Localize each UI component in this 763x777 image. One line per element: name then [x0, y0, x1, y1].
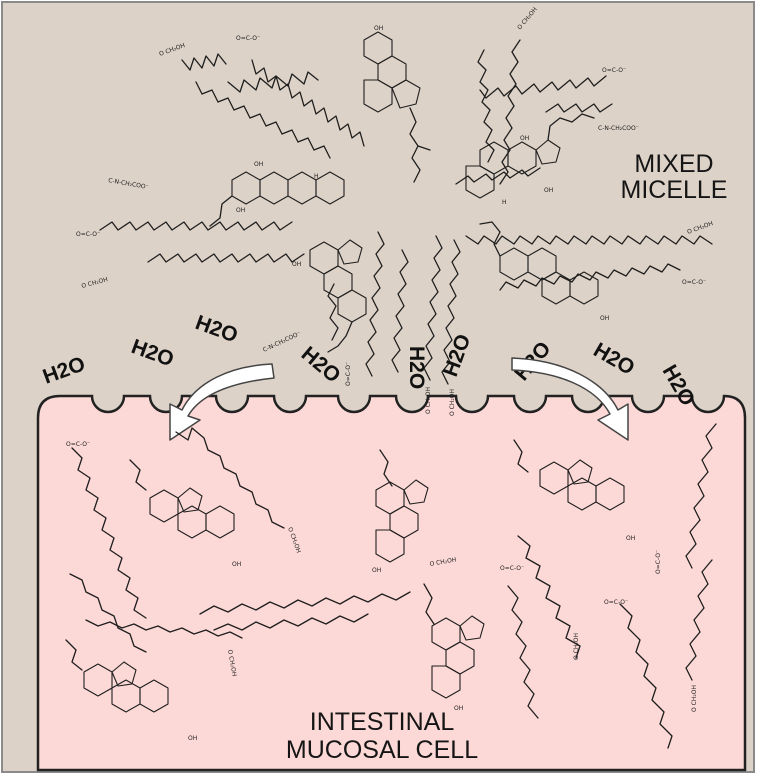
water-label: H2O	[405, 346, 428, 389]
glycerol-group-text: O CH₂OH	[425, 387, 432, 414]
micelle-label-line-1: MIXED	[634, 150, 713, 178]
acid-group-text: O=C-O⁻	[76, 231, 100, 238]
hydroxyl-text: OH	[188, 735, 197, 742]
hydroxyl-text: OH	[232, 561, 241, 568]
hydrogen-text: H	[314, 173, 319, 180]
conjugate-group-text: C-N-CH₂COO⁻	[598, 125, 639, 132]
hydroxyl-text: OH	[292, 261, 301, 268]
hydroxyl-text: OH	[374, 25, 383, 32]
acid-group-text: O=C-O⁻	[655, 550, 662, 574]
glycerol-group-text: O CH₂OH	[573, 633, 580, 660]
hydroxyl-text: OH	[544, 187, 553, 194]
hydroxyl-text: OH	[520, 135, 529, 142]
hydrogen-text: H	[502, 199, 507, 206]
glycerol-group-text: O CH₂OH	[691, 685, 698, 712]
hydroxyl-text: OH	[254, 161, 263, 168]
hydroxyl-text: OH	[626, 535, 635, 542]
cell-label-line-2: MUCOSAL CELL	[286, 736, 478, 764]
hydroxyl-text: OH	[236, 207, 245, 214]
hydroxyl-text: OH	[454, 705, 463, 712]
micelle-label-line-2: MICELLE	[621, 176, 728, 204]
acid-group-text: O=C-O⁻	[682, 279, 706, 286]
acid-group-text: O=C-O⁻	[66, 441, 90, 448]
acid-group-text: O=C-O⁻	[236, 35, 260, 42]
glycerol-group-text: O CH₂OH	[449, 389, 456, 416]
cell-label-line-1: INTESTINAL	[310, 708, 455, 736]
hydroxyl-text: OH	[600, 315, 609, 322]
acid-group-text: O=C-O⁻	[604, 599, 628, 606]
hydroxyl-text: OH	[372, 567, 381, 574]
acid-group-text: O=C-O⁻	[500, 565, 524, 572]
acid-group-text: O=C-O⁻	[345, 362, 352, 386]
acid-group-text: O=C-O⁻	[602, 67, 626, 74]
